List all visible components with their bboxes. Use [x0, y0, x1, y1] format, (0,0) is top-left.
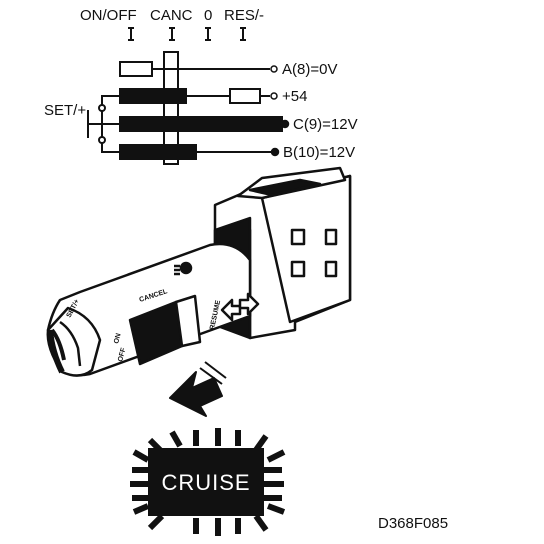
position-label-zero: 0 — [204, 7, 212, 24]
position-detent-marks — [128, 27, 246, 41]
cruise-lamp-text: CRUISE — [161, 470, 250, 495]
set-button-label: SET/+ — [44, 102, 86, 119]
lever-label-off: OFF — [117, 346, 128, 362]
figure-code: D368F085 — [378, 515, 448, 532]
terminal-label-54: +54 — [282, 88, 307, 105]
lever-stalk — [46, 242, 260, 377]
terminal-label-a: A(8)=0V — [282, 61, 337, 78]
terminal-label-c: C(9)=12V — [293, 116, 358, 133]
cruise-indicator-lamp — [148, 448, 264, 516]
terminal-label-b: B(10)=12V — [283, 144, 355, 161]
lever-label-on: ON — [113, 333, 122, 345]
position-label-on-off: ON/OFF — [80, 7, 137, 24]
push-direction-arrow — [169, 361, 227, 417]
position-label-res: RES/- — [224, 7, 264, 24]
switch-position-labels: ON/OFF CANC 0 RES/- — [80, 7, 264, 24]
terminal-labels: A(8)=0V +54 C(9)=12V B(10)=12V — [282, 61, 358, 161]
switch-schematic — [87, 51, 283, 165]
position-label-canc: CANC — [150, 7, 193, 24]
terminal-points — [270, 65, 290, 157]
cruise-lamp-rays — [130, 428, 286, 536]
